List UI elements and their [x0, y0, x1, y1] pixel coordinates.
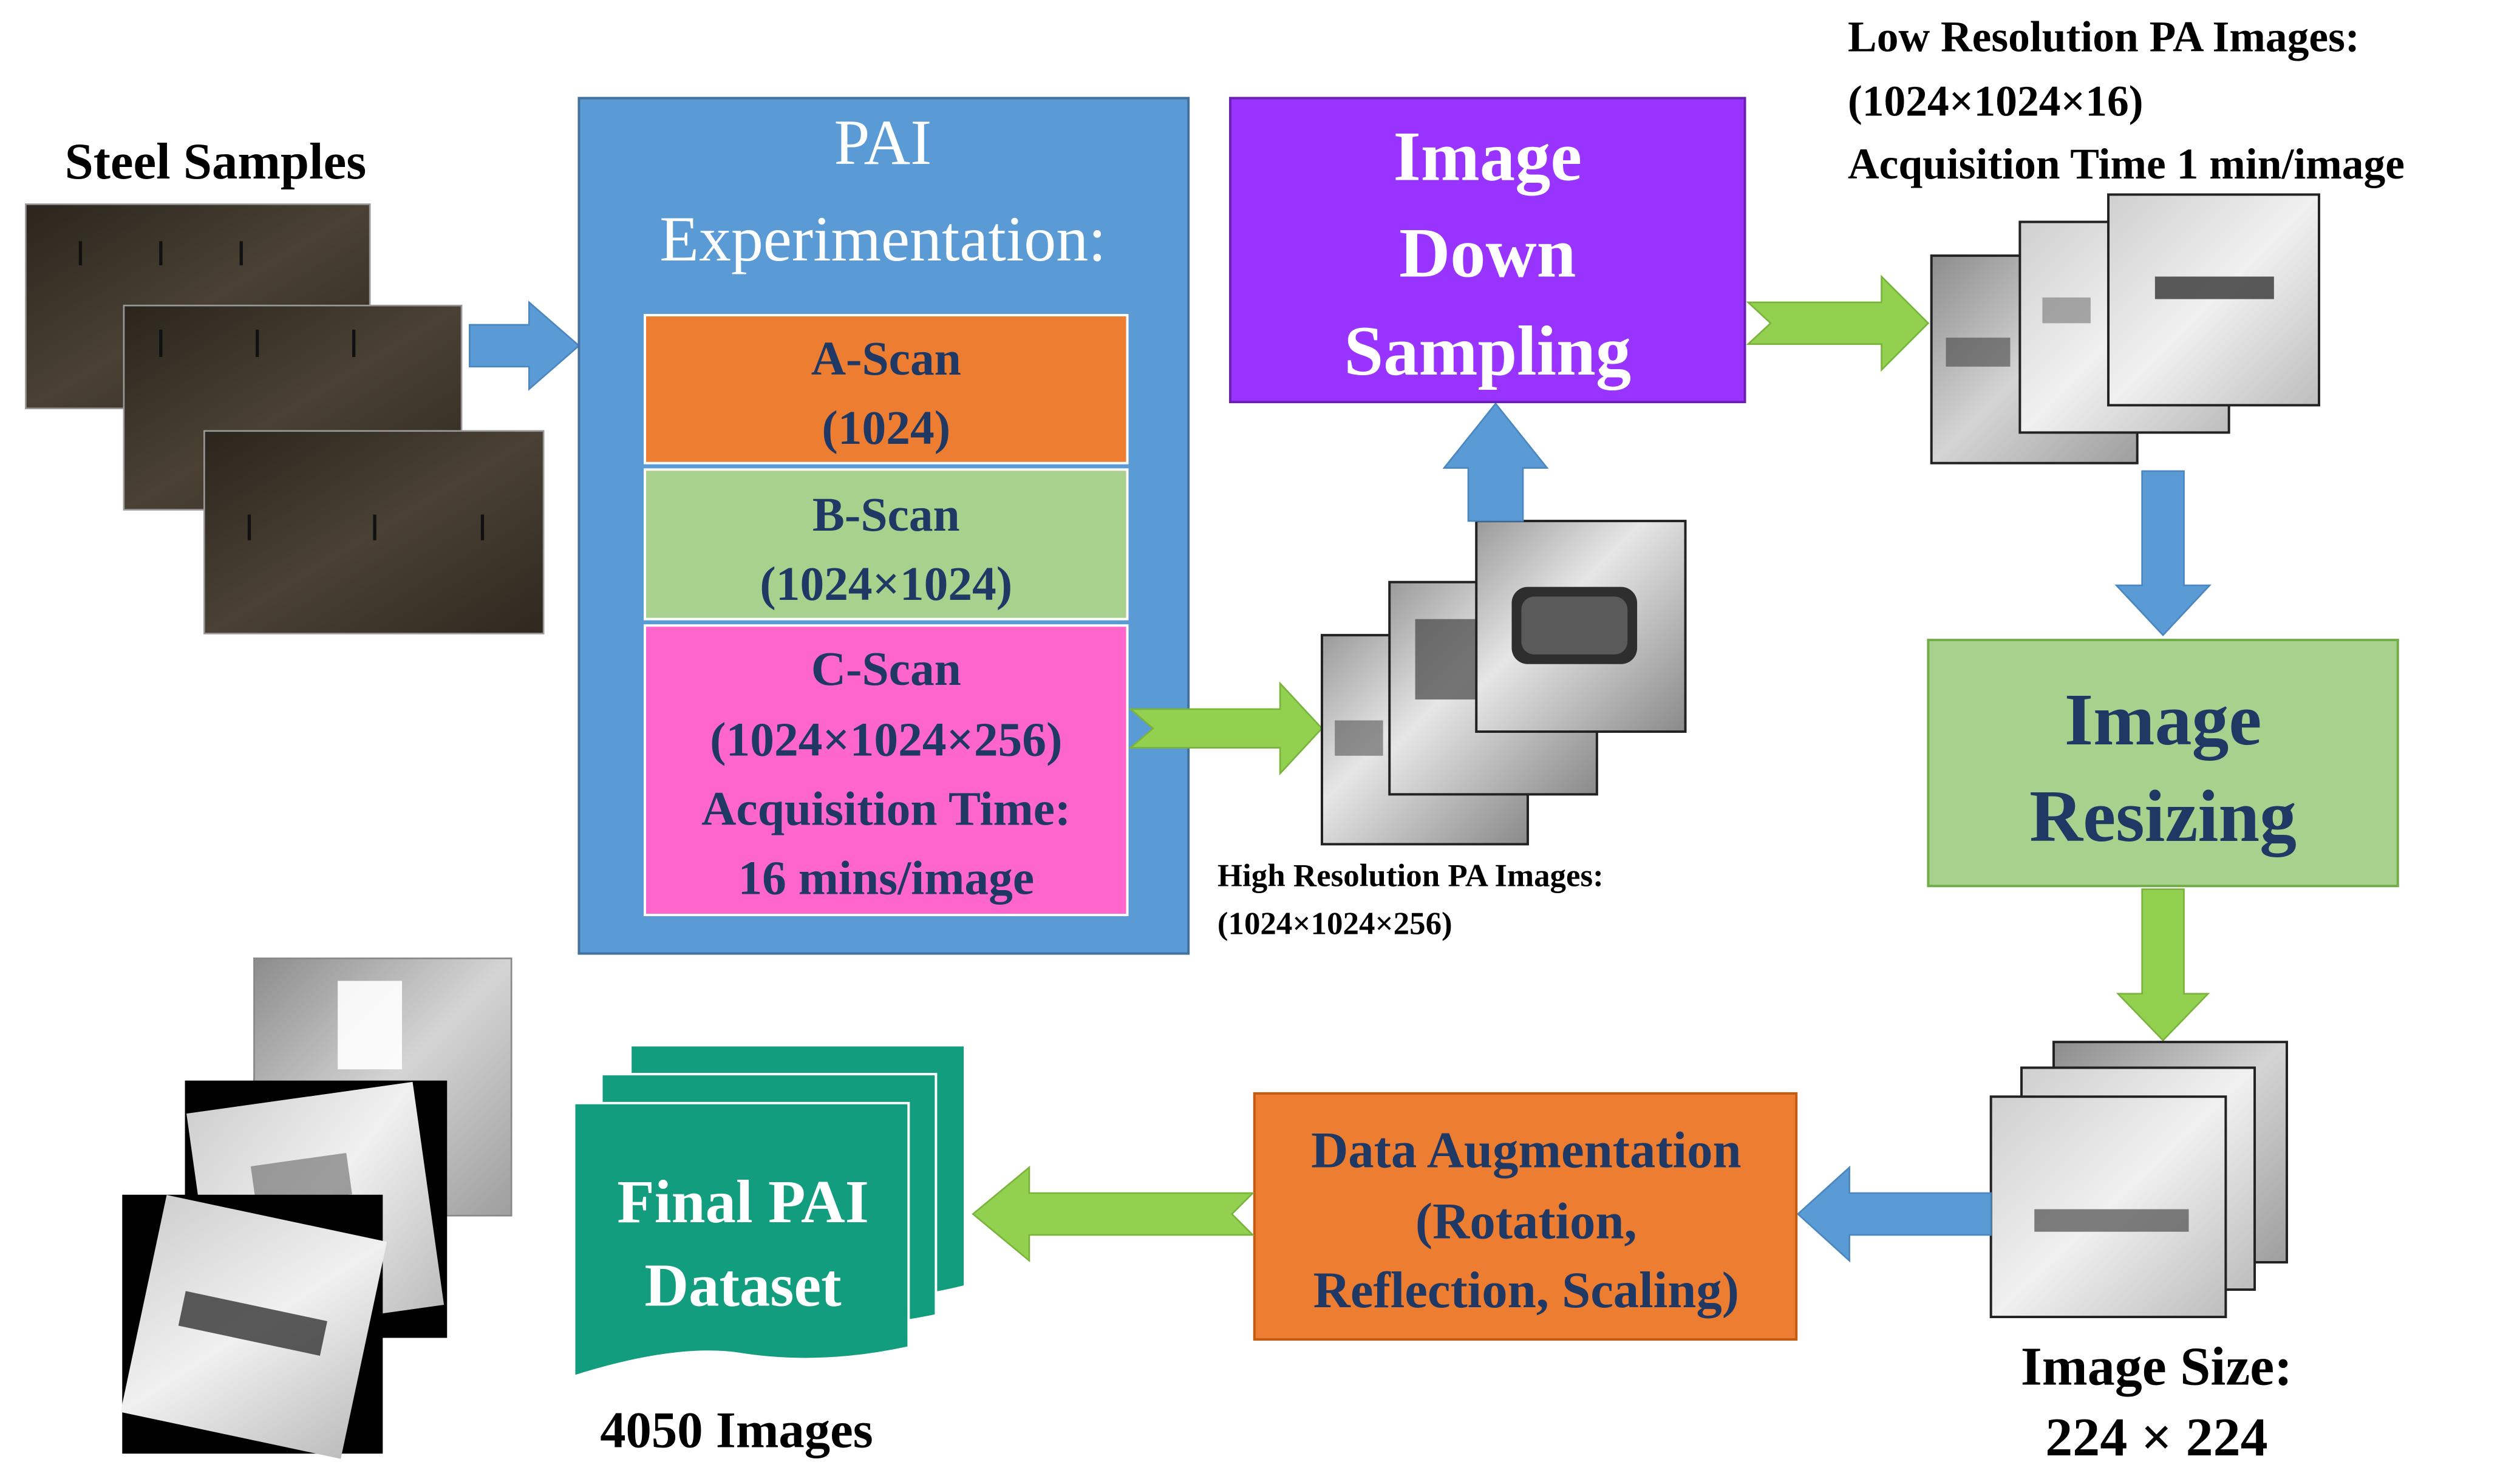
low-res-images-stack [1930, 193, 2320, 464]
image-size-line1: Image Size: [2021, 1336, 2293, 1396]
arrow-highres-to-downsampling [1442, 402, 1549, 522]
cscan-box: C-Scan (1024×1024×256) Acquisition Time:… [644, 624, 1129, 916]
cscan-label: C-Scan [811, 642, 961, 696]
pai-experimentation-panel: PAI Experimentation: A-Scan (1024) B-Sca… [577, 97, 1190, 955]
resizing-line1: Image [2065, 679, 2262, 761]
final-dataset-line1: Final PAI [617, 1168, 869, 1236]
arrow-resizing-to-imagesize [2116, 888, 2210, 1042]
high-res-label-line2: (1024×1024×256) [1217, 906, 1452, 942]
arrow-downsampling-to-lowres [1746, 274, 1930, 372]
steel-samples-group: Steel Samples [25, 133, 545, 634]
bscan-box: B-Scan (1024×1024) [644, 468, 1129, 621]
augmentation-box: Data Augmentation (Rotation, Reflection,… [1253, 1092, 1798, 1341]
downsampling-line1: Image [1393, 118, 1582, 196]
pai-title-line2: Experimentation: [659, 203, 1106, 274]
bscan-size: (1024×1024) [760, 557, 1012, 611]
bscan-label: B-Scan [812, 488, 960, 542]
image-size-line2: 224 × 224 [2045, 1407, 2267, 1467]
low-res-label-line2: (1024×1024×16) [1848, 78, 2144, 126]
arrow-cscan-to-highres [1128, 681, 1323, 776]
cscan-acq-label: Acquisition Time: [701, 783, 1071, 836]
resizing-line2: Resizing [2029, 775, 2297, 857]
augmentation-line3: Reflection, Scaling) [1313, 1262, 1739, 1319]
arrow-lowres-to-resizing [2114, 470, 2212, 637]
ascan-label: A-Scan [811, 332, 961, 386]
augmentation-line2: (Rotation, [1415, 1192, 1637, 1250]
cscan-size: (1024×1024×256) [710, 713, 1062, 767]
arrow-imagesize-to-augmentation [1796, 1165, 1992, 1263]
augmented-images-stack [120, 957, 513, 1459]
augmentation-line1: Data Augmentation [1311, 1122, 1741, 1179]
low-res-label-line1: Low Resolution PA Images: [1848, 13, 2360, 61]
ascan-size: (1024) [822, 401, 950, 455]
downsampling-box: Image Down Sampling [1229, 97, 1746, 404]
steel-samples-title: Steel Samples [65, 133, 367, 190]
downsampling-line2: Down [1399, 214, 1576, 293]
arrow-steel-to-pai [469, 300, 581, 391]
resizing-box: Image Resizing [1927, 639, 2399, 888]
high-res-images-stack [1320, 520, 1687, 846]
pai-title-line1: PAI [834, 107, 931, 178]
ascan-box: A-Scan (1024) [644, 314, 1129, 464]
downsampling-line3: Sampling [1344, 312, 1631, 390]
final-dataset-shape: Final PAI Dataset [573, 1044, 967, 1378]
arrow-augmentation-to-dataset [972, 1165, 1255, 1263]
steel-sample-image-3 [203, 430, 545, 634]
high-res-label-line1: High Resolution PA Images: [1217, 858, 1604, 893]
low-res-label-line3: Acquisition Time 1 min/image [1848, 140, 2405, 188]
cscan-acq-time: 16 mins/image [738, 852, 1034, 905]
final-dataset-count: 4050 Images [600, 1402, 873, 1459]
final-dataset-line2: Dataset [644, 1251, 842, 1319]
resized-images-stack [1989, 1041, 2289, 1319]
